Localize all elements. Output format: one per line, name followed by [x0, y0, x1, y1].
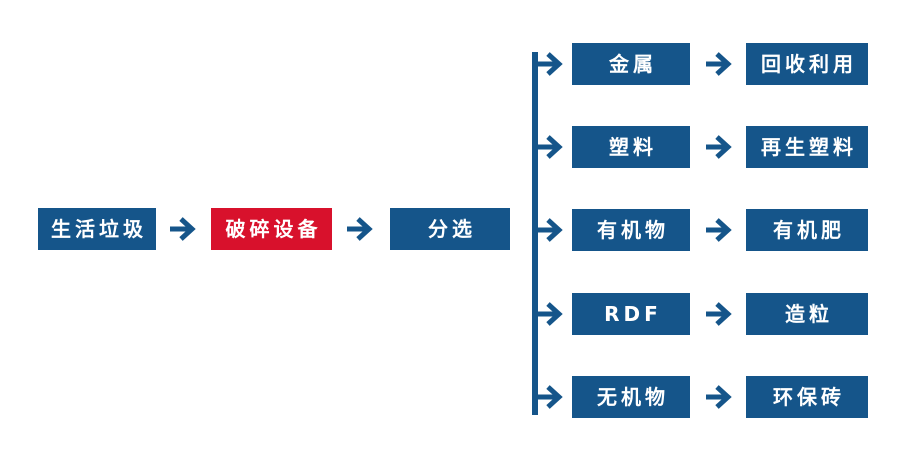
- arrow-right-icon: [536, 302, 563, 326]
- node-household-waste: 生活垃圾: [38, 208, 156, 250]
- arrow-right-icon: [536, 52, 563, 76]
- node-recycling: 回收利用: [746, 43, 868, 85]
- arrow-right-icon: [347, 217, 373, 241]
- node-rdf: RDF: [572, 293, 690, 335]
- node-inorganic-matter: 无机物: [572, 376, 690, 418]
- node-eco-brick: 环保砖: [746, 376, 868, 418]
- node-organic-fertilizer: 有机肥: [746, 209, 868, 251]
- node-crushing-equipment: 破碎设备: [211, 208, 332, 250]
- arrow-right-icon: [536, 385, 563, 409]
- arrow-right-icon: [706, 52, 732, 76]
- arrow-right-icon: [536, 218, 563, 242]
- node-metal: 金属: [572, 43, 690, 85]
- node-granulation: 造粒: [746, 293, 868, 335]
- node-plastic: 塑料: [572, 126, 690, 168]
- arrow-right-icon: [706, 135, 732, 159]
- arrow-right-icon: [170, 217, 196, 241]
- arrow-right-icon: [706, 218, 732, 242]
- arrow-right-icon: [706, 385, 732, 409]
- arrow-right-icon: [706, 302, 732, 326]
- node-sorting: 分选: [390, 208, 510, 250]
- node-organic-matter: 有机物: [572, 209, 690, 251]
- node-recycled-plastic: 再生塑料: [746, 126, 868, 168]
- branch-spine-line: [532, 52, 538, 415]
- arrow-right-icon: [536, 135, 563, 159]
